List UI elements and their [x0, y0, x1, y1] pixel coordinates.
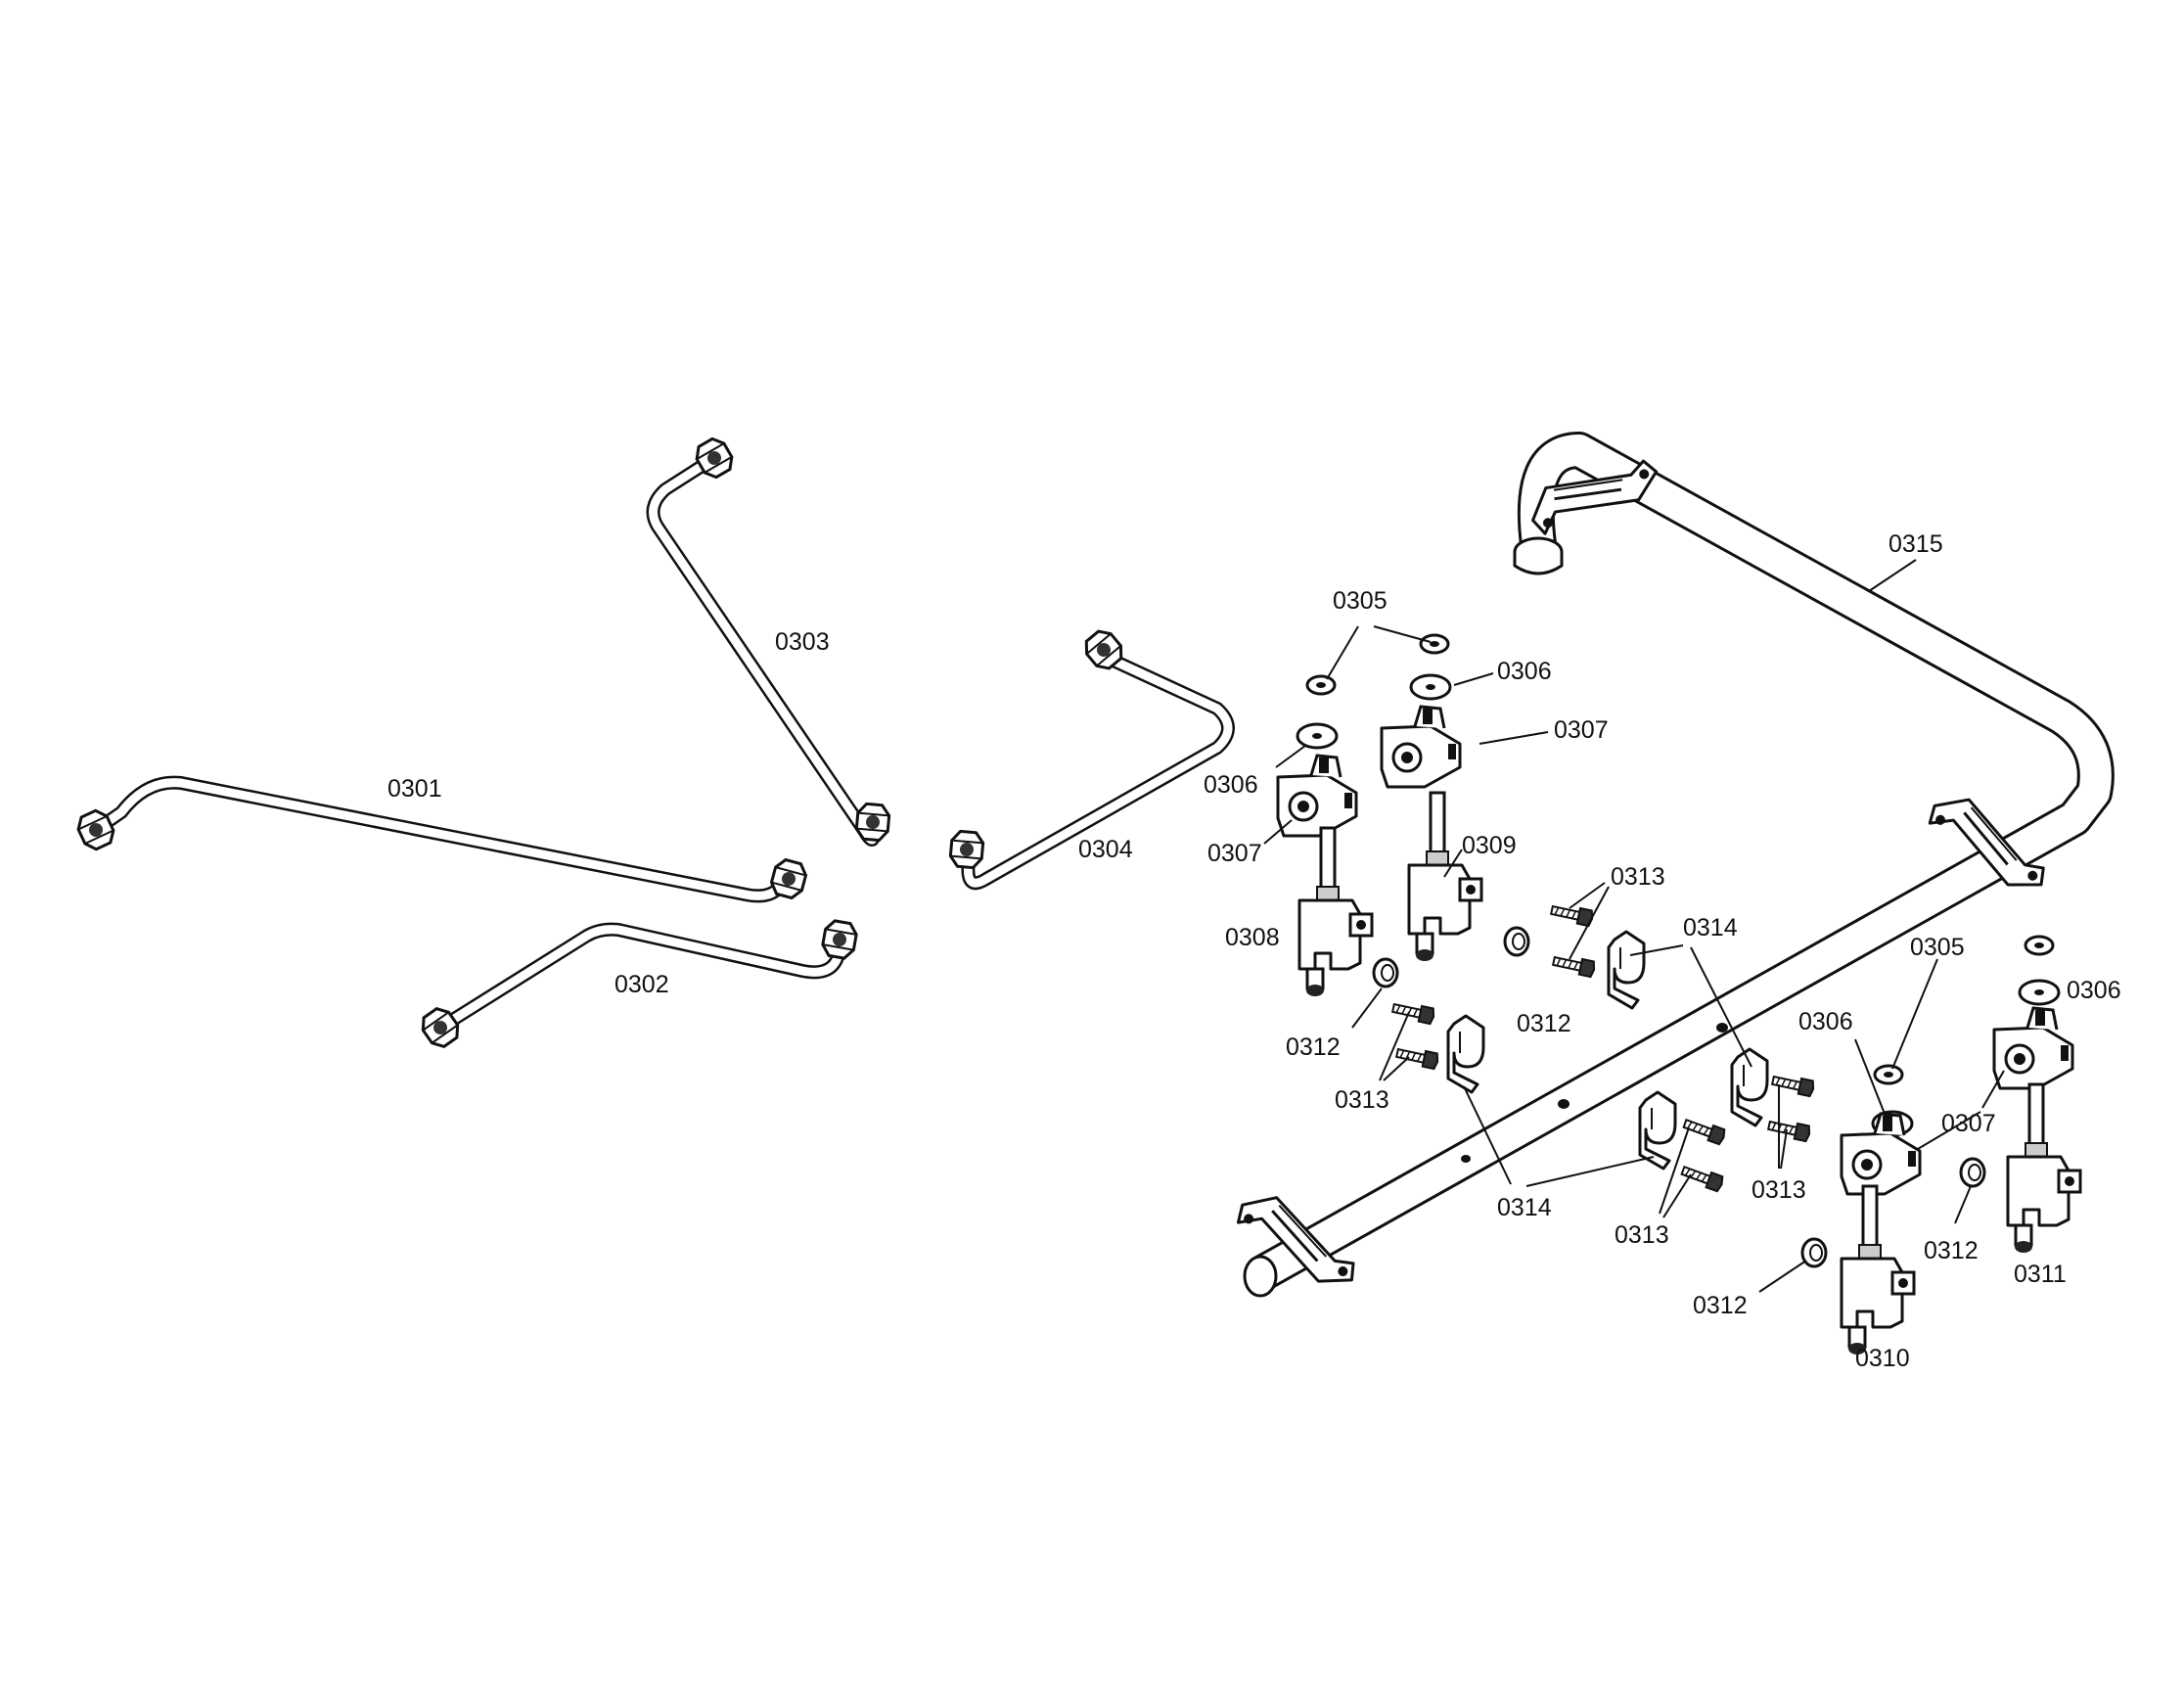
valve-0308 — [1297, 826, 1374, 998]
callout-0306-right: 0306 — [2067, 977, 2121, 1004]
manifold-0315 — [1225, 432, 2115, 1298]
callout-0312-left: 0312 — [1286, 1033, 1341, 1061]
pipe-0304 — [947, 624, 1235, 891]
callout-0306-mid: 0306 — [1798, 1008, 1853, 1035]
pipe-0301 — [72, 775, 810, 903]
callout-0306-top: 0306 — [1497, 658, 1552, 685]
callout-0315: 0315 — [1888, 530, 1943, 558]
callout-0314-bottom: 0314 — [1497, 1194, 1552, 1221]
pipe-0303 — [646, 433, 892, 847]
callout-0309: 0309 — [1462, 832, 1517, 859]
callout-0310: 0310 — [1855, 1345, 1910, 1372]
callout-0306-left: 0306 — [1204, 771, 1258, 799]
callout-0302: 0302 — [614, 971, 669, 998]
callout-0313-left: 0313 — [1335, 1086, 1389, 1114]
callout-0307-right: 0307 — [1941, 1110, 1996, 1137]
callout-0311: 0311 — [2014, 1261, 2067, 1288]
valve-0310 — [1840, 1184, 1916, 1356]
leader-lines — [1263, 559, 2005, 1293]
callout-0312-bottom: 0312 — [1693, 1292, 1748, 1319]
callout-0307-left: 0307 — [1207, 840, 1262, 867]
callout-labels: 0301 0302 0303 0304 0305 0305 0306 0306 … — [387, 530, 2121, 1372]
pipe-0302 — [416, 917, 860, 1053]
callout-0314-top: 0314 — [1683, 914, 1738, 941]
spacers-0312 — [1372, 926, 1986, 1268]
callout-0308: 0308 — [1225, 924, 1280, 951]
callout-0304: 0304 — [1078, 836, 1133, 863]
callout-0313-bottom: 0313 — [1615, 1221, 1669, 1249]
callout-0307-top: 0307 — [1554, 716, 1609, 744]
callout-0313-top: 0313 — [1611, 863, 1665, 891]
callout-0303: 0303 — [775, 628, 830, 656]
callout-0301: 0301 — [387, 775, 442, 803]
callout-0305-top: 0305 — [1333, 587, 1388, 615]
callout-0305-right: 0305 — [1910, 934, 1965, 961]
valve-0311 — [2006, 1082, 2082, 1255]
callout-0312-right: 0312 — [1924, 1237, 1979, 1264]
callout-0313-right: 0313 — [1752, 1176, 1806, 1204]
callout-0312-mid: 0312 — [1517, 1010, 1571, 1037]
